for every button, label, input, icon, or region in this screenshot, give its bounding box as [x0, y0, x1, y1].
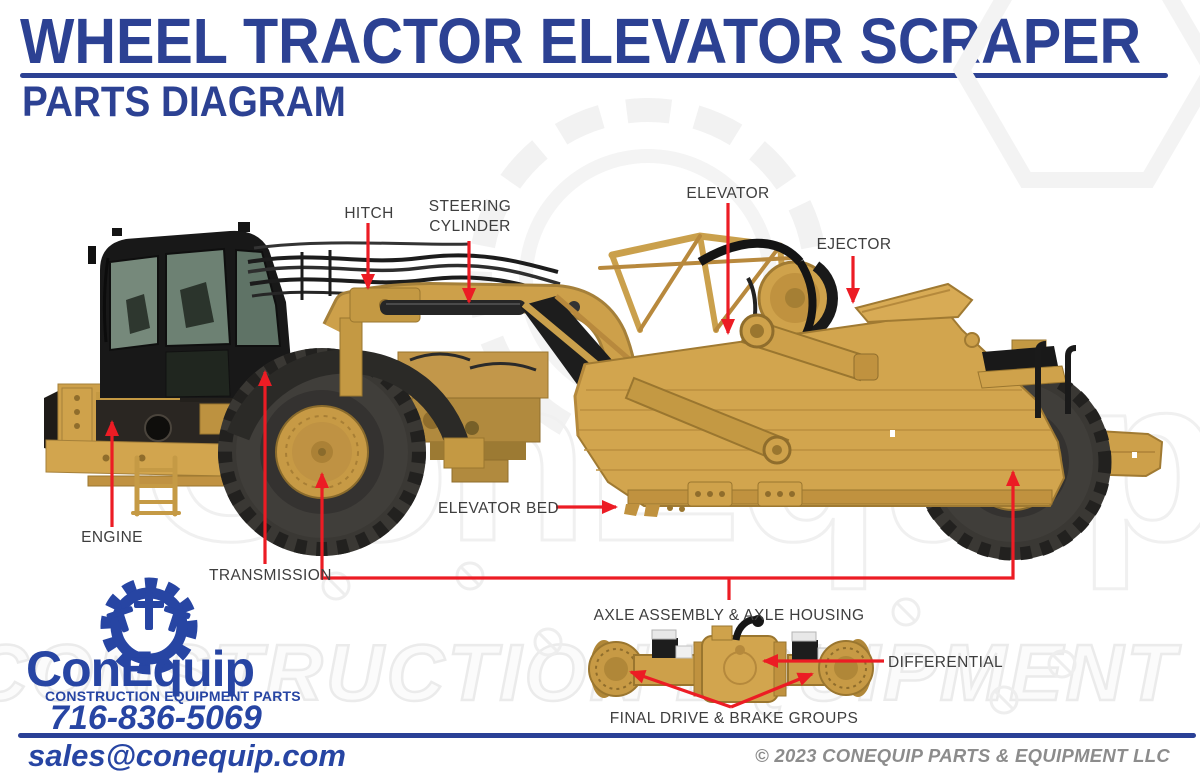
label-ejector: EJECTOR — [816, 236, 892, 253]
front-ladder — [131, 455, 181, 517]
copyright-notice: © 2023 CONEQUIP PARTS & EQUIPMENT LLC — [754, 745, 1170, 766]
watermark-screws — [321, 561, 1077, 715]
label-hitch: HITCH — [344, 205, 394, 222]
label-transmission: TRANSMISSION — [209, 567, 332, 584]
scraper-bowl — [573, 282, 1067, 517]
label-final-drive: FINAL DRIVE & BRAKE GROUPS — [609, 710, 859, 727]
conequip-tagline: CONSTRUCTION EQUIPMENT PARTS — [45, 688, 301, 704]
email-address: sales@conequip.com — [28, 738, 346, 773]
label-engine: ENGINE — [81, 529, 143, 546]
arrow-axle-assembly — [315, 470, 1020, 580]
label-elevator: ELEVATOR — [686, 185, 770, 202]
label-axle-assembly: AXLE ASSEMBLY & AXLE HOUSING — [593, 607, 865, 624]
arrow-final-drive-left — [629, 670, 732, 709]
cross-icon — [106, 592, 191, 633]
arrow-final-drive-right — [730, 672, 814, 709]
callout-arrows — [105, 203, 1020, 709]
page-subtitle: PARTS DIAGRAM — [22, 78, 346, 126]
ejector-plate — [854, 282, 974, 324]
footer-divider-line — [18, 733, 1196, 738]
page-title: WHEEL TRACTOR ELEVATOR SCRAPER — [20, 5, 1142, 77]
conequip-gear-logo-icon — [100, 577, 198, 675]
label-differential: DIFFERENTIAL — [888, 654, 1004, 671]
axle-assembly-illustration — [588, 615, 874, 703]
title-underline — [20, 73, 1168, 78]
bowl-brackets — [687, 481, 803, 507]
fender-bracket — [443, 437, 485, 469]
phone-number: 716-836-5069 — [50, 699, 262, 737]
label-elevator-bed: ELEVATOR BED — [438, 500, 560, 517]
label-steering-cylinder: STEERING CYLINDER — [428, 198, 512, 236]
conequip-brand-text: ConEquip — [26, 641, 255, 697]
rear-posts — [1035, 341, 1077, 418]
bowl-arms — [624, 313, 879, 465]
